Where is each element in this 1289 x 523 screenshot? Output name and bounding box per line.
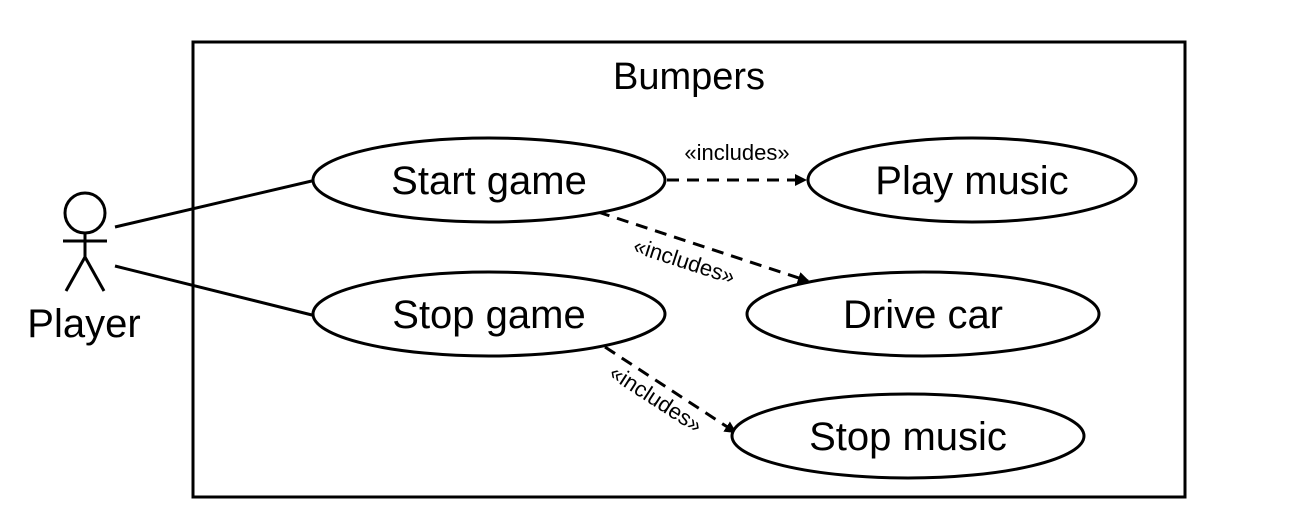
actor-left-leg <box>64 256 87 292</box>
include-start-drive-car <box>597 210 810 284</box>
association-stop-game <box>114 264 317 318</box>
actor-name: Player <box>27 302 140 346</box>
use-case-label: Stop music <box>809 415 1007 459</box>
actor-right-leg <box>83 256 106 292</box>
use-case-ellipse <box>730 392 1086 480</box>
include-label-play-music: «includes» <box>684 140 789 165</box>
include-stop-stop-music <box>604 345 737 434</box>
use-case-ellipse <box>311 270 667 358</box>
use-case-label: Play music <box>875 159 1068 203</box>
actor-head <box>63 191 107 235</box>
use-case-ellipse <box>806 136 1138 224</box>
use-case-play-music: Play music <box>806 136 1138 224</box>
association-start-game <box>114 178 317 229</box>
use-case-ellipse <box>745 270 1101 358</box>
use-case-drive-car: Drive car <box>745 270 1101 358</box>
use-case-stop-game: Stop game <box>311 270 667 358</box>
use-case-start-game: Start game <box>311 136 667 224</box>
use-case-label: Start game <box>391 159 587 203</box>
use-case-stop-music: Stop music <box>730 392 1086 480</box>
actor-stick-figure <box>63 191 107 292</box>
use-case-ellipse <box>311 136 667 224</box>
use-case-label: Stop game <box>392 293 585 337</box>
system-name: Bumpers <box>613 56 765 98</box>
system-boundary <box>191 40 1187 499</box>
use-case-label: Drive car <box>843 293 1003 337</box>
include-label-stop-music: «includes» <box>605 360 707 438</box>
